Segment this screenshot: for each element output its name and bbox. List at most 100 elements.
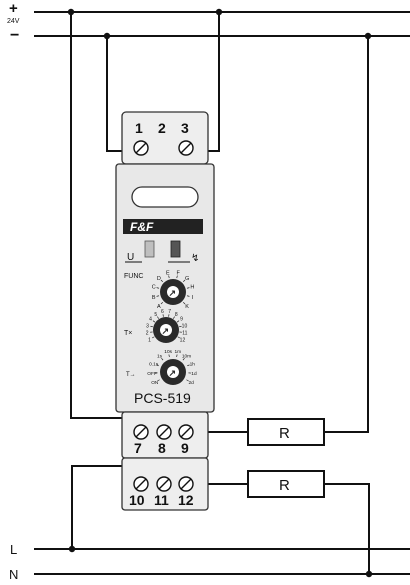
dial-tick <box>183 279 186 282</box>
screw-1[interactable] <box>133 140 149 156</box>
wire-r1-to-minus <box>324 36 369 433</box>
junction-dot <box>103 32 111 40</box>
terminal-number: 8 <box>158 440 166 456</box>
dial-scale-label: 11 <box>182 330 187 336</box>
terminal-number: 1 <box>135 120 143 136</box>
junction-dot <box>67 8 75 16</box>
screw-11[interactable] <box>156 476 172 492</box>
junction-dot <box>365 570 373 578</box>
load-r1-label: R <box>279 425 290 442</box>
line-label: L <box>10 542 17 557</box>
dial-scale-label: I <box>192 295 194 301</box>
dial-scale-label: 7 <box>168 309 171 315</box>
dial-tick <box>152 320 156 323</box>
screw-7[interactable] <box>133 424 149 440</box>
junctions <box>67 8 373 578</box>
dial-scale-label: ON <box>151 380 159 386</box>
din-label-slot <box>131 186 199 208</box>
terminal-number: 9 <box>181 440 189 456</box>
screw-3[interactable] <box>178 140 194 156</box>
dial-tick <box>179 325 182 328</box>
dial-tick <box>176 354 178 357</box>
dial-tick <box>168 354 170 357</box>
dial-tick <box>173 316 175 319</box>
dial-scale-label: A <box>157 304 161 310</box>
dial-scale-label: 2 <box>146 330 149 336</box>
dial-tick <box>176 320 180 323</box>
supply-rails <box>34 11 410 575</box>
terminal-number: 11 <box>154 492 169 508</box>
load-r2-label: R <box>279 477 290 494</box>
dial-tick <box>156 364 159 367</box>
dial-tick <box>156 287 160 289</box>
dial-tick <box>168 275 170 279</box>
dial-scale-label: K <box>185 304 189 310</box>
junction-dot <box>215 8 223 16</box>
load-r2-box <box>247 470 325 498</box>
dial-tick <box>160 279 163 282</box>
screw-8[interactable] <box>156 424 172 440</box>
relay-symbol-icon: ↯ <box>191 253 199 264</box>
terminal-numbers: 1 2 3 7 8 9 10 11 12 <box>129 120 194 508</box>
voltage-label: 24V <box>7 18 20 25</box>
dial-tick <box>157 316 159 319</box>
led-u <box>144 240 155 258</box>
dial-tick <box>177 336 181 339</box>
dial-tick <box>176 275 178 279</box>
knob-arrow-icon: ↗ <box>162 326 170 336</box>
time-label: T→ <box>126 372 136 378</box>
dial-tick <box>157 379 160 382</box>
led-u-label: U <box>127 252 134 263</box>
screw-9[interactable] <box>178 424 194 440</box>
dial-scale-label: 5 <box>154 312 157 318</box>
terminal-number: 2 <box>158 120 166 136</box>
load-r1-box <box>247 418 325 446</box>
load-r2: R <box>247 470 325 498</box>
dial-scale-label: 10m <box>182 354 191 360</box>
tx-label: T× <box>124 330 132 337</box>
dial-scale-label: 6 <box>161 309 164 315</box>
dial-scale-label: 4 <box>149 317 152 323</box>
dial-tick <box>151 336 155 339</box>
time-knob-center <box>167 366 179 378</box>
brand-bar <box>123 219 203 234</box>
dial-scale-label: B <box>152 295 156 301</box>
terminal-screws <box>133 140 194 492</box>
dial-scale-label: 1d <box>191 371 197 377</box>
dial-scale-label: 1h <box>190 361 196 367</box>
dial-scale-label: 1s <box>157 354 163 360</box>
dial-tick <box>161 357 164 361</box>
led-relay <box>170 240 181 258</box>
dial-tick <box>182 357 185 361</box>
screw-10[interactable] <box>133 476 149 492</box>
dial-scale-label: 1m <box>175 349 182 355</box>
wire-r2-to-n <box>324 483 370 574</box>
dial-tick <box>160 302 163 305</box>
dial-scale-label: 8 <box>175 312 178 318</box>
dial-tick <box>186 379 189 382</box>
dial-scale-label: OFF <box>147 371 157 377</box>
dial-scale-label: 3 <box>146 323 149 329</box>
dial-scale-label: E <box>166 271 170 277</box>
dial-tick <box>186 287 190 289</box>
dial-scale-label: G <box>185 276 189 282</box>
terminal-number: 3 <box>181 120 189 136</box>
load-r1: R <box>247 418 325 446</box>
dial-tick <box>156 295 160 297</box>
dial-scale-label: H <box>190 285 194 291</box>
terminal-number: 7 <box>134 440 142 456</box>
screw-12[interactable] <box>178 476 194 492</box>
dial-scale-label: C <box>152 285 156 291</box>
func-knob-center <box>167 286 179 298</box>
dial-tick <box>183 302 186 305</box>
neutral-label: N <box>9 567 18 582</box>
dial-scale-label: 1 <box>148 337 151 343</box>
dial-scale-label: 10 <box>182 323 188 329</box>
dial-scale-label: 2d <box>189 380 195 386</box>
terminal-number: 12 <box>178 492 194 508</box>
dial-scale-label: 12 <box>180 337 186 343</box>
